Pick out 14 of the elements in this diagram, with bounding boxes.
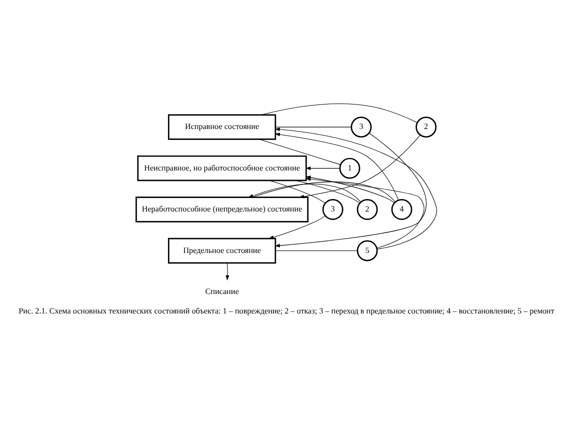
connector [275,250,358,251]
connector [268,180,326,204]
connector [275,126,352,128]
arrow [298,134,420,198]
connector [260,104,418,123]
arrow [274,132,399,200]
arrow [306,166,340,170]
connector [295,180,360,204]
arrow [268,216,326,239]
arrow [226,262,230,280]
connector [258,138,341,165]
arrow [306,177,424,248]
arrow [248,184,361,202]
connector [252,182,396,202]
